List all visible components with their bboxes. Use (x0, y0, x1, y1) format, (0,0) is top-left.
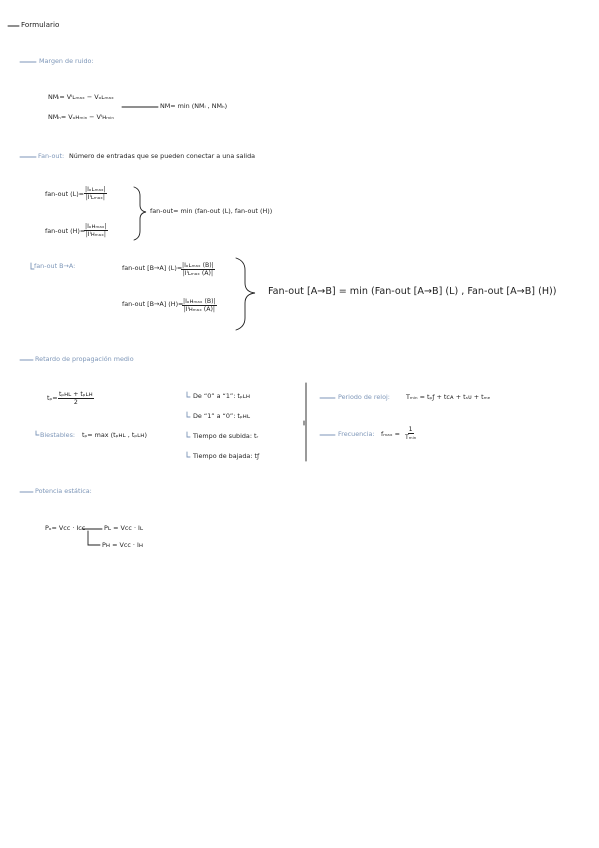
fan-out-h-numerator: |Iₒʜₘₐₓ| (84, 223, 108, 232)
fan-out-description: Número de entradas que se pueden conecta… (69, 152, 256, 160)
fan-out-heading: Fan-out: (38, 152, 65, 160)
fan-out-l-denominator: |Iᴵʟₘₐₓ| (85, 194, 106, 202)
fan-out-ab-h-denominator: |Iᴵʜₘₐₓ (A)| (183, 306, 215, 314)
tp-label: tₚ= (47, 394, 58, 402)
tp-fraction: tₚʜʟ + tₚʟʜ 2 (58, 391, 94, 406)
page-title: Formulario (21, 20, 60, 29)
static-power-high: Pʜ = Vᴄᴄ · Iʜ (102, 541, 144, 549)
propagation-heading: Retardo de propagación medio (35, 355, 134, 363)
tp-numerator: tₚʜʟ + tₚʟʜ (58, 391, 94, 400)
fan-out-brace (133, 186, 147, 241)
static-power-heading: Potencia estática: (35, 487, 92, 495)
nml-formula: NMₗ= Vᴵʟₘₐₓ − Vₒʟₘₐₓ (48, 93, 114, 101)
propagation-item-0-1: De “0” a “1”: tₚʟʜ (193, 392, 251, 400)
fan-out-ab-hook (30, 262, 35, 270)
propagation-item-fall-time: Tiempo de bajada: tƒ (193, 452, 260, 460)
noise-margin-heading: Margen de ruido: (39, 57, 94, 65)
fan-out-l-fraction: |Iₒʟₘₐₓ| |Iᴵʟₘₐₓ| (84, 186, 107, 201)
tp-denominator: 2 (73, 399, 78, 407)
propagation-item-rise-time: Tiempo de subida: tᵣ (193, 432, 259, 440)
static-power-low: Pʟ = Vᴄᴄ · Iʟ (104, 524, 144, 532)
noise-margin-result: NM= min (NMₗ , NMₕ) (160, 102, 228, 110)
fan-out-h-denominator: |Iᴵʜₘₐₓ| (85, 231, 106, 239)
clock-period-formula: Tₘᵢₙ = tₚƒ + tᴄᴀ + tₛᴜ + tₘₑ (406, 393, 491, 401)
fan-out-ab-l-label: fan-out [B→A] (L)= (122, 264, 183, 272)
frequency-denominator: Tₘᵢₙ (405, 434, 417, 442)
fan-out-l-numerator: |Iₒʟₘₐₓ| (84, 186, 107, 195)
fan-out-ab-h-fraction: |Iₒʜₘₐₓ (B)| |Iᴵʜₘₐₓ (A)| (182, 298, 217, 313)
fan-out-l-label: fan-out (L)= (45, 190, 85, 198)
frequency-numerator: 1 (407, 426, 414, 435)
static-power-main: Pₒ= Vᴄᴄ · Iᴄᴄ (45, 524, 86, 532)
fan-out-ab-l-denominator: |Iᴵʟₘₐₓ (A)| (182, 270, 214, 278)
frequency-prefix: fₘₐₓ = (381, 430, 400, 438)
fan-out-h-fraction: |Iₒʜₘₐₓ| |Iᴵʜₘₐₓ| (84, 223, 108, 238)
fan-out-ab-h-numerator: |Iₒʜₘₐₓ (B)| (182, 298, 217, 307)
bistable-label: Biestables: (40, 431, 76, 439)
clock-period-label: Periodo de reloj: (338, 393, 390, 401)
bistable-formula: tₚ= max (tₚʜʟ , tₚʟʜ) (82, 431, 147, 439)
fan-out-h-label: fan-out (H)= (45, 227, 86, 235)
frequency-fraction: 1 Tₘᵢₙ (404, 426, 417, 441)
fan-out-ab-l-fraction: |Iₒʟₘₐₓ (B)| |Iᴵʟₘₐₓ (A)| (181, 262, 215, 277)
frequency-label: Frecuencia: (338, 430, 375, 438)
fan-out-ab-heading: fan-out B→A: (34, 262, 76, 270)
nmh-formula: NMₕ= Vₒʜₘᵢₙ − Vᴵʜₘᵢₙ (48, 113, 114, 121)
fan-out-ab-h-label: fan-out [B→A] (H)= (122, 300, 184, 308)
fan-out-result: fan-out= min (fan-out (L), fan-out (H)) (150, 207, 273, 215)
fan-out-ab-result: Fan-out [A→B] = min (Fan-out [A→B] (L) ,… (268, 286, 557, 297)
fan-out-ab-l-numerator: |Iₒʟₘₐₓ (B)| (181, 262, 215, 271)
propagation-item-1-0: De “1” a “0”: tₚʜʟ (193, 412, 251, 420)
fan-out-ab-brace (235, 257, 256, 331)
